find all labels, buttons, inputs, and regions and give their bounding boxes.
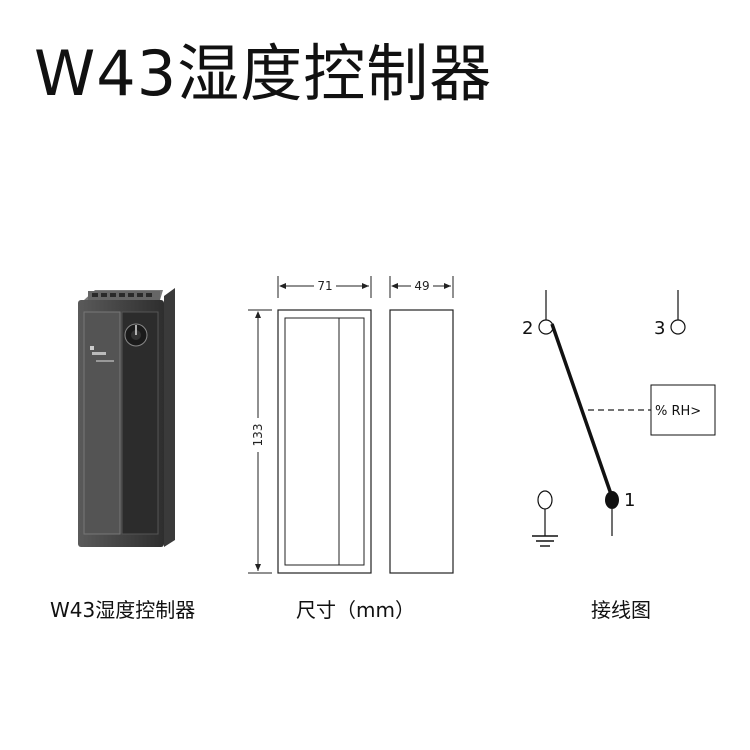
- vent-grill: [84, 290, 163, 301]
- wiring-diagram: 2 3 1 % RH>: [522, 290, 716, 547]
- page-title: W43湿度控制器: [34, 37, 493, 110]
- terminal-2-icon: [538, 319, 554, 335]
- terminal-1-icon: [605, 491, 619, 509]
- ground-terminal-icon: [537, 490, 553, 510]
- switch-blade: [550, 323, 614, 498]
- ground-icon: [532, 509, 558, 547]
- dimension-drawing: 71 49 133: [248, 276, 454, 574]
- height-dimension-label: 133: [251, 424, 265, 447]
- product-image: [78, 288, 175, 547]
- terminal-1-label: 1: [624, 490, 635, 511]
- wiring-caption: 接线图: [591, 598, 651, 622]
- dimensions-caption: 尺寸（mm）: [296, 598, 415, 622]
- terminal-3-label: 3: [654, 318, 665, 339]
- sensor-box: [650, 384, 716, 436]
- knob-icon: [124, 323, 148, 347]
- sensor-label: % RH>: [655, 404, 701, 419]
- terminal-3-icon: [670, 319, 686, 335]
- terminal-2-label: 2: [522, 318, 533, 339]
- product-caption: W43湿度控制器: [50, 598, 196, 622]
- depth-dimension-label: 49: [414, 279, 429, 293]
- width-dimension-label: 71: [317, 279, 332, 293]
- side-view-outline: [389, 309, 454, 574]
- front-view-outline: [277, 309, 372, 574]
